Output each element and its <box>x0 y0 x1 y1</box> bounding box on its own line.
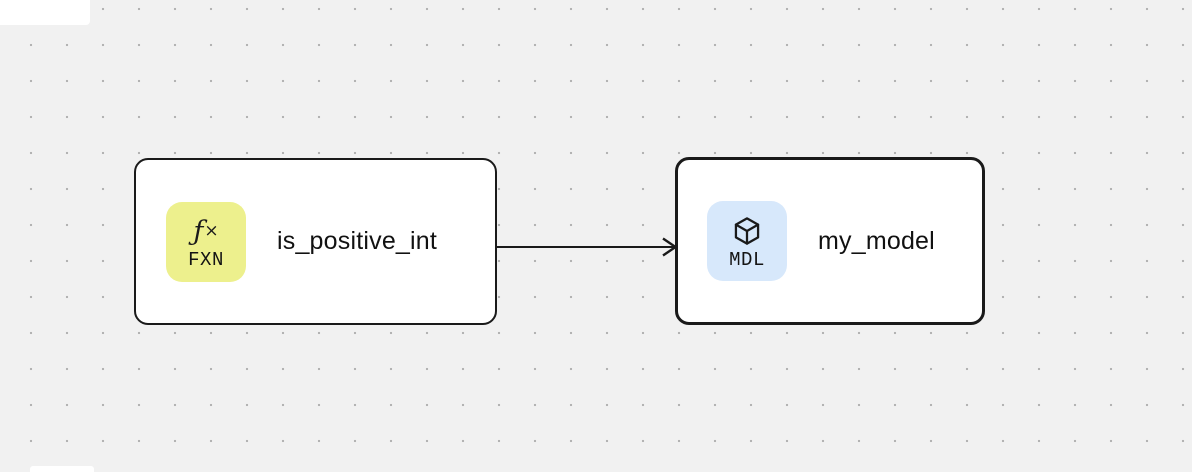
function-badge-label: FXN <box>188 249 224 271</box>
edge-function-to-model[interactable] <box>497 237 678 257</box>
node-my-model[interactable]: MDL my_model <box>675 157 985 325</box>
cube-icon <box>731 213 763 249</box>
model-badge-label: MDL <box>729 248 765 271</box>
node-is-positive-int[interactable]: ƒ× FXN is_positive_int <box>134 158 497 325</box>
function-badge: ƒ× FXN <box>166 201 246 282</box>
bottom-left-panel-fragment <box>30 466 94 472</box>
arrowhead-icon <box>662 237 678 257</box>
node-label: is_positive_int <box>277 227 438 255</box>
model-badge: MDL <box>707 201 787 281</box>
top-left-panel-fragment <box>0 0 90 25</box>
node-label: my_model <box>818 226 935 255</box>
function-icon: ƒ× <box>193 215 219 247</box>
